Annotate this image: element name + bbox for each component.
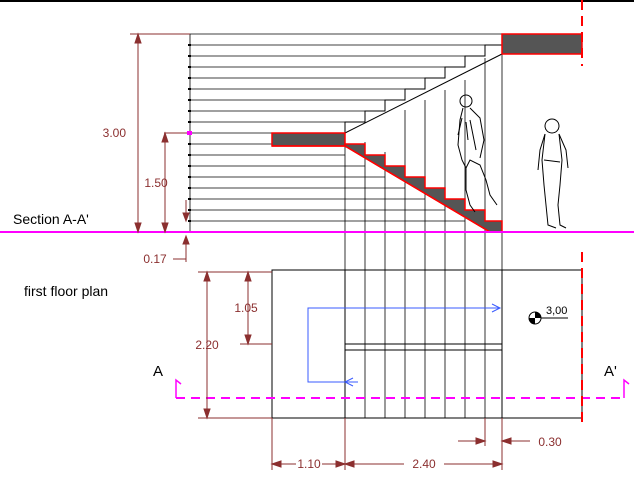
upper-flight-soffit [344,53,503,134]
plan-vertical-dims [198,270,272,420]
level-marker-label: 3,00 [546,305,567,317]
dim-height-mid: 1.50 [144,176,168,190]
dim-wall: 0.30 [538,435,562,449]
level-target-icon [528,311,568,325]
top-border [0,0,634,2]
grid-ticks [188,44,191,222]
cut-label-left: A [153,363,163,380]
person-walking [457,94,498,213]
walk-direction-arrows [307,303,502,387]
bottom-dims [270,418,530,470]
top-landing-slab [501,33,583,55]
dim-height-total: 3.00 [103,126,127,140]
level-marker-dot [187,131,192,135]
person-standing [537,118,569,229]
dim-step-height: 0.17 [143,252,167,266]
cut-label-right: A' [604,363,617,380]
mid-landing-slab [271,132,346,147]
vertical-dims-section [130,32,190,262]
dim-landing: 1.10 [297,457,321,471]
plan-title: first floor plan [24,283,108,299]
riser-grid [189,33,502,232]
bottom-dim-labels: 1.10 2.40 0.30 [297,435,562,471]
lower-flight-soffit [272,145,491,233]
dim-flight: 2.40 [412,457,436,471]
plan-dim-labels: 1.05 2.20 [195,301,258,352]
section-title: Section A-A' [13,211,89,227]
lower-flight-cut [344,143,503,233]
dim-plan-run: 1.05 [234,301,258,315]
upper-flight [344,44,502,133]
dim-plan-depth: 2.20 [195,338,219,352]
section-dim-labels: 3.00 1.50 0.17 [103,126,168,266]
cut-arrow-right [623,378,630,398]
plan-outline [271,269,583,419]
cut-arrow-left [175,378,182,398]
